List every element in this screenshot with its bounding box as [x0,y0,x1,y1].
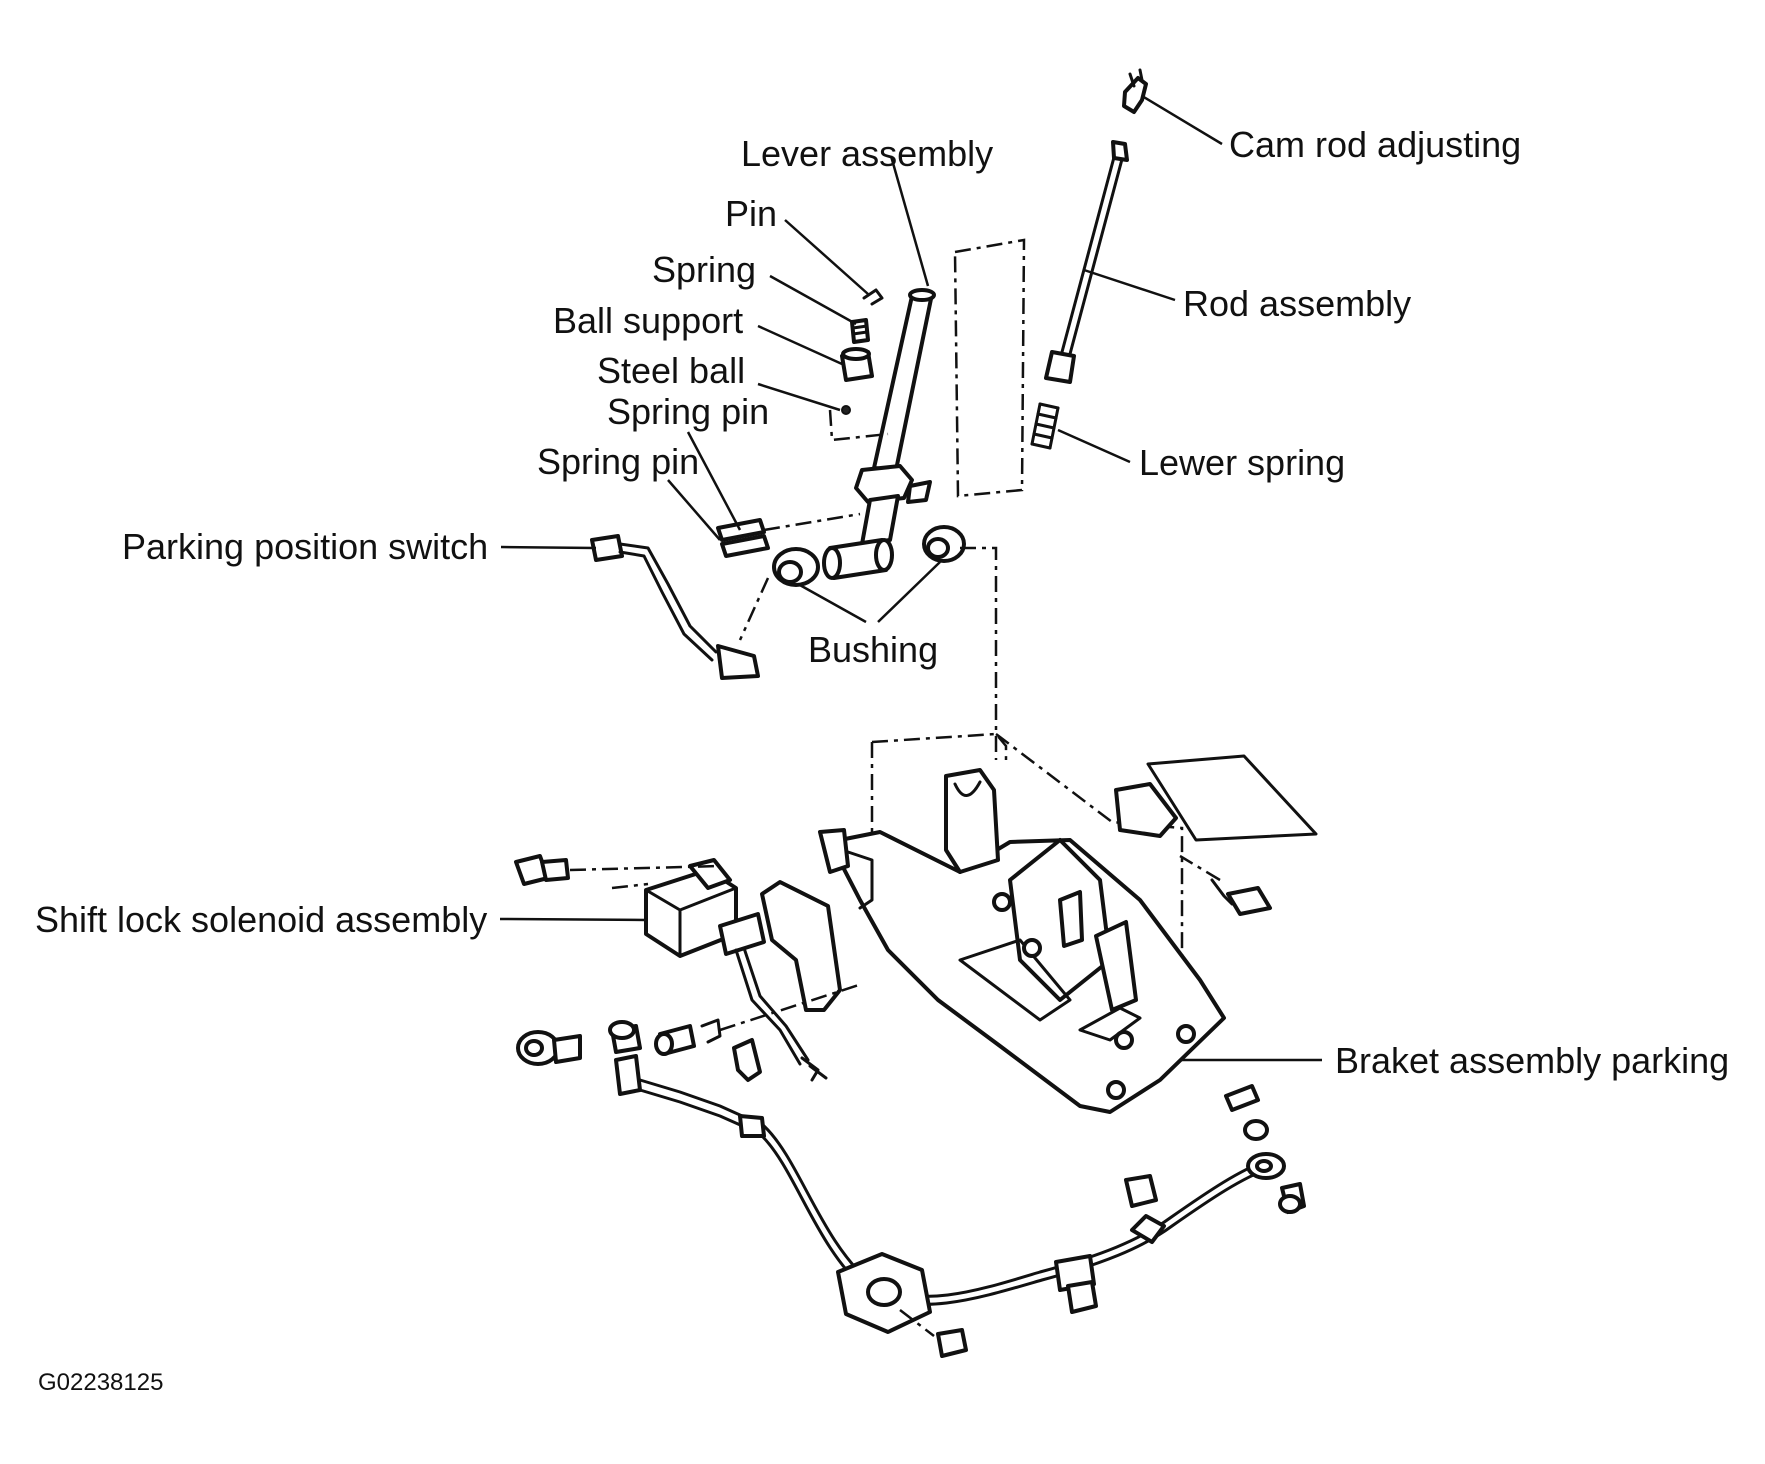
lever-pivot-part [822,538,894,580]
shift-cable-part [614,1054,1286,1358]
pin-part [862,288,884,306]
bolt-upper-left-part [514,854,721,890]
label-lever-assembly: Lever assembly [741,133,993,174]
bracket-dashed-outline [870,732,1184,1060]
lever-dashed-outline-left [828,409,889,442]
label-lewer-spring: Lewer spring [1139,442,1345,483]
spring-pin-parts [716,512,861,558]
label-shift-lock-solenoid-assembly: Shift lock solenoid assembly [35,899,487,940]
label-spring: Spring [652,249,756,290]
shift-lock-solenoid-part [644,858,828,1082]
bolt-right-part [1179,854,1272,916]
label-spring-pin-lower: Spring pin [537,441,699,482]
label-parking-position-switch: Parking position switch [122,526,488,567]
rod-assembly-part [1044,140,1129,384]
label-pin: Pin [725,193,777,234]
ball-support-part [840,347,874,382]
lever-dashed-outline [953,238,1026,498]
label-cam-rod-adjusting: Cam rod adjusting [1229,124,1521,165]
label-rod-assembly: Rod assembly [1183,283,1411,324]
assembly-dashed-line [960,546,998,760]
label-bushing: Bushing [808,629,938,670]
label-spring-pin-upper: Spring pin [607,391,769,432]
label-ball-support: Ball support [553,300,743,341]
cable-hardware-parts [1124,1084,1306,1214]
figure-code: G02238125 [38,1369,163,1396]
parking-position-switch-part [590,534,770,680]
switch-plate-outline [1146,754,1318,842]
steel-ball-part [841,405,851,415]
lewer-spring-part [1030,402,1060,450]
small-hardware-parts [516,982,863,1082]
lever-assembly-part [854,288,936,546]
bushing-parts [772,525,966,587]
shift-lock-lever-part [760,828,874,1012]
leader-lines [499,94,1322,1062]
bracket-assembly-parking-part [828,768,1226,1114]
label-braket-assembly-parking: Braket assembly parking [1335,1040,1729,1081]
spring-part [850,318,870,344]
label-steel-ball: Steel ball [597,350,745,391]
cam-rod-adjusting-part [1122,68,1148,114]
